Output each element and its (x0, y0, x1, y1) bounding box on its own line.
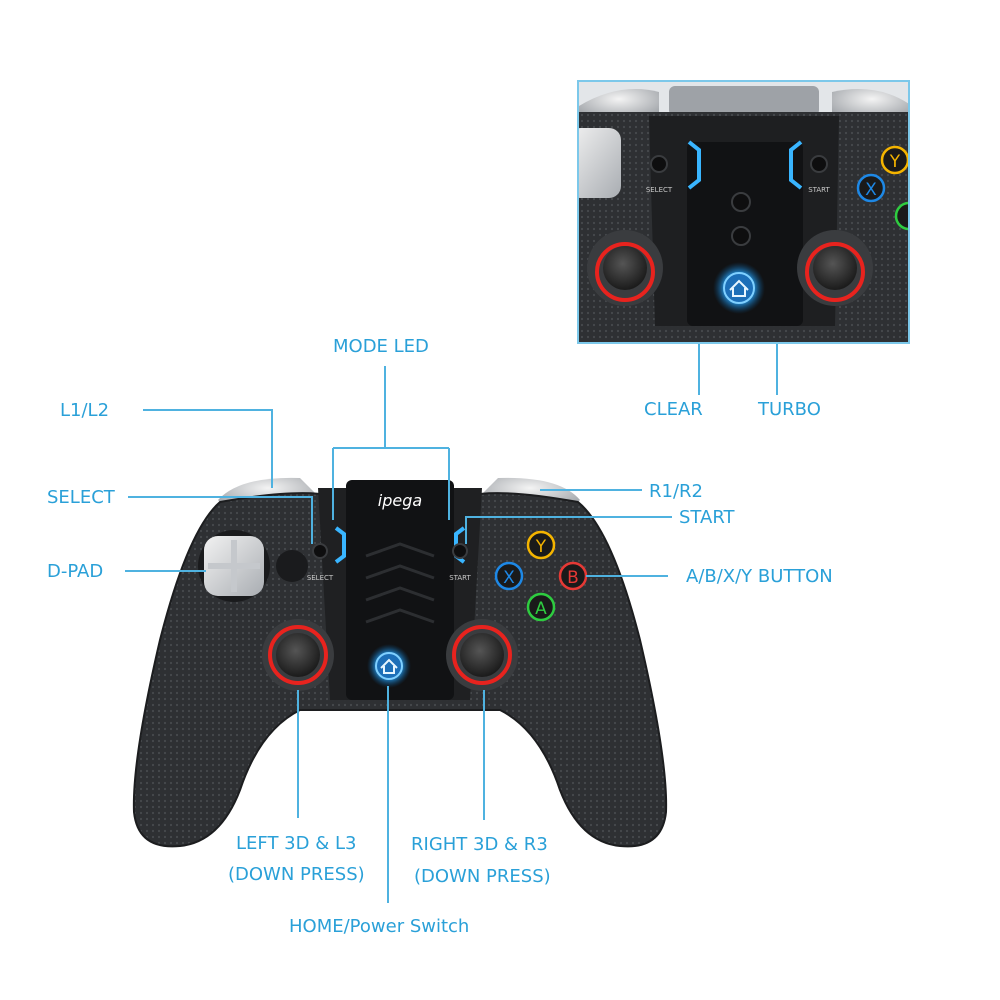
label-dpad: D-PAD (47, 561, 104, 582)
main-controller: ipega SELECT START Y X B A (132, 477, 668, 848)
x-button[interactable] (494, 561, 524, 591)
inset-home-button[interactable] (723, 272, 755, 304)
start-small-label: START (449, 574, 471, 582)
left-top-well (276, 550, 308, 582)
inset-illustration: SELECT START Y X (579, 82, 908, 342)
label-left3d-line1: LEFT 3D & L3 (236, 833, 357, 854)
inset-start-label: START (808, 186, 830, 194)
a-button-label: A (535, 599, 547, 619)
inset-select-label: SELECT (646, 186, 673, 194)
brand-logo: ipega (378, 491, 422, 510)
a-button[interactable] (526, 592, 556, 622)
inset-closeup: SELECT START Y X (577, 80, 910, 344)
clear-button[interactable] (731, 226, 751, 246)
start-button[interactable] (452, 543, 468, 559)
label-l1l2: L1/L2 (60, 400, 110, 421)
inset-x-label: X (865, 180, 877, 200)
label-left3d-line2: (DOWN PRESS) (228, 864, 365, 885)
label-abxy: A/B/X/Y BUTTON (686, 566, 833, 587)
left-stick[interactable] (262, 619, 334, 691)
x-button-label: X (503, 568, 515, 588)
inset-y-label: Y (889, 152, 901, 172)
label-right3d-line1: RIGHT 3D & R3 (411, 834, 548, 855)
home-icon (380, 658, 398, 674)
label-home: HOME/Power Switch (289, 916, 470, 937)
dpad-pattern (208, 540, 260, 592)
y-button-label: Y (535, 537, 547, 557)
turbo-button[interactable] (731, 192, 751, 212)
leader-l1l2 (143, 409, 273, 488)
label-r1r2: R1/R2 (649, 481, 703, 502)
center-chevrons (365, 542, 435, 624)
label-select: SELECT (47, 487, 115, 508)
home-button[interactable] (375, 652, 403, 680)
center-clamp (346, 480, 454, 700)
select-button[interactable] (312, 543, 328, 559)
label-turbo: TURBO (758, 399, 821, 420)
mode-led-left (334, 526, 346, 564)
label-clear: CLEAR (644, 399, 703, 420)
leader-mode-led (332, 366, 450, 520)
label-right3d-line2: (DOWN PRESS) (414, 866, 551, 887)
label-start: START (679, 507, 735, 528)
label-mode-led: MODE LED (333, 336, 429, 357)
leader-select (128, 496, 313, 544)
y-button[interactable] (526, 530, 556, 560)
select-small-label: SELECT (307, 574, 334, 582)
leader-start (465, 516, 672, 544)
b-button-label: B (567, 568, 579, 588)
right-stick[interactable] (446, 619, 518, 691)
